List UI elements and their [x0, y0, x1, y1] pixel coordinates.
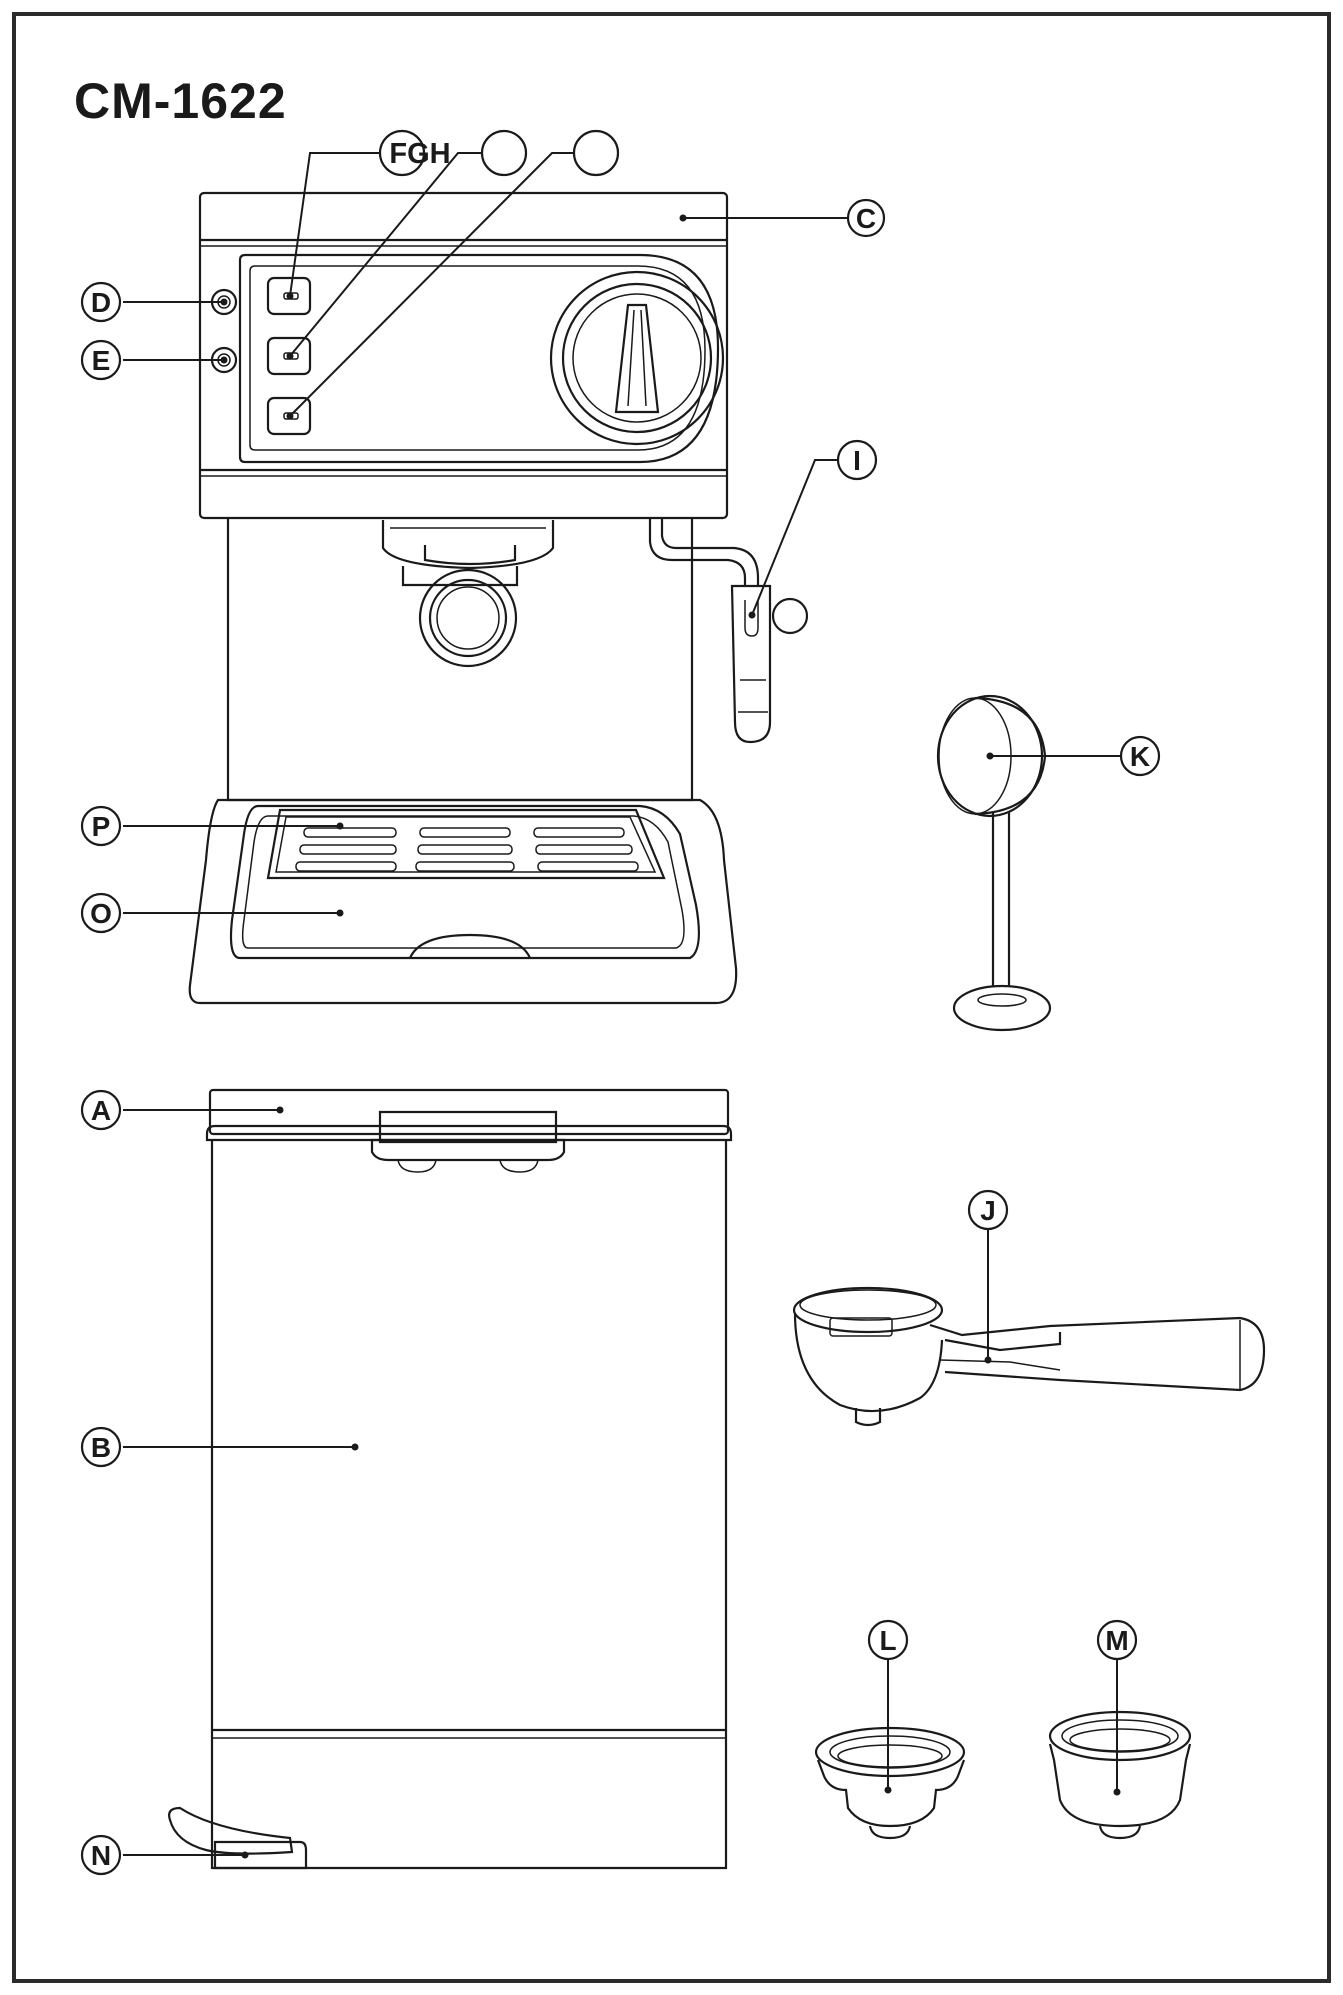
- label-b: B: [91, 1432, 111, 1463]
- callout-m: M: [1096, 1619, 1138, 1661]
- label-d: D: [91, 287, 111, 318]
- callout-blank-1: [480, 129, 528, 177]
- callout-o: O: [80, 892, 122, 934]
- label-c: C: [856, 203, 876, 234]
- label-m: M: [1105, 1625, 1128, 1656]
- tank-valve: [168, 1806, 308, 1870]
- label-p: P: [92, 811, 111, 842]
- steam-wand: [648, 518, 809, 744]
- callout-k: K: [1119, 735, 1161, 777]
- filter-basket-double: [1048, 1710, 1192, 1840]
- water-tank: [168, 1088, 733, 1870]
- label-fgh: FGH: [389, 138, 450, 170]
- callout-n: N: [80, 1834, 122, 1876]
- leader-lines: [123, 152, 1121, 1859]
- callout-l: L: [867, 1619, 909, 1661]
- rotary-knob: [549, 270, 725, 446]
- filter-basket-single: [814, 1726, 966, 1840]
- espresso-machine: [188, 191, 809, 1005]
- callout-fgh: FGH: [378, 129, 451, 177]
- model-title: CM-1622: [74, 73, 287, 129]
- machine-top-cover: [198, 191, 729, 520]
- portafilter: [792, 1286, 1266, 1427]
- callouts: FGH C D E I K P: [80, 129, 1161, 1876]
- label-o: O: [90, 898, 112, 929]
- tamper: [936, 694, 1052, 1032]
- callout-d: D: [80, 281, 122, 323]
- callout-a: A: [80, 1089, 122, 1131]
- drip-grate: [266, 808, 666, 880]
- callout-blank-2: [572, 129, 620, 177]
- callout-c: C: [846, 198, 886, 238]
- brew-head: [381, 520, 555, 668]
- label-l: L: [879, 1625, 896, 1656]
- callout-b: B: [80, 1426, 122, 1468]
- label-k: K: [1130, 741, 1150, 772]
- callout-e: E: [80, 339, 122, 381]
- label-a: A: [91, 1095, 111, 1126]
- label-e: E: [92, 345, 111, 376]
- callout-i: I: [836, 439, 878, 481]
- label-n: N: [91, 1840, 111, 1871]
- label-j: J: [980, 1195, 996, 1226]
- callout-j: J: [967, 1189, 1009, 1231]
- callout-p: P: [80, 805, 122, 847]
- label-i: I: [853, 445, 861, 476]
- drip-tray: [188, 798, 738, 1005]
